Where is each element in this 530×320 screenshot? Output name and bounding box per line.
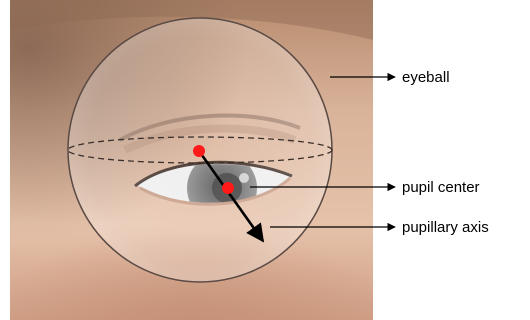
- eyeball-label: eyeball: [402, 69, 450, 86]
- pupil-center-label: pupil center: [402, 179, 480, 196]
- eyeball-center-marker: [193, 145, 205, 157]
- pupil-center-marker: [222, 182, 234, 194]
- pupillary-axis-label: pupillary axis: [402, 219, 489, 236]
